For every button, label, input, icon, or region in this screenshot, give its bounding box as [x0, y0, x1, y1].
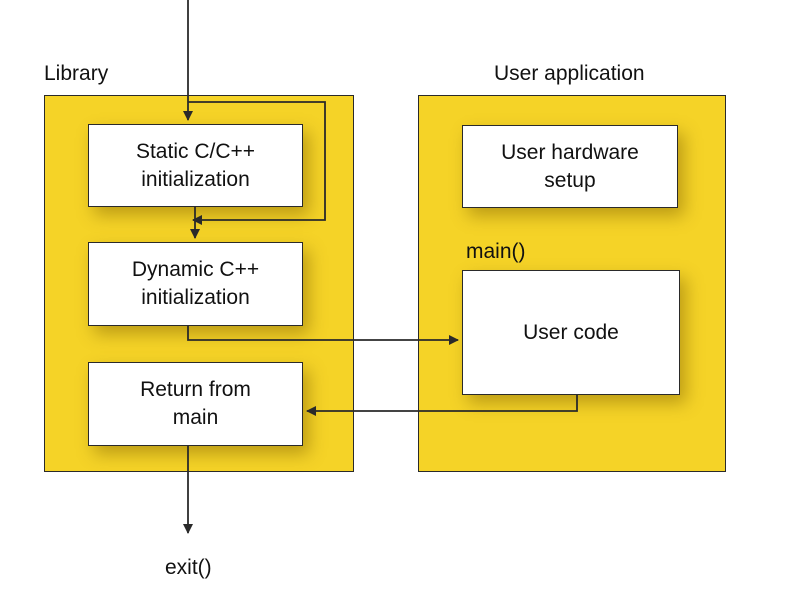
return-from-main-label: Return from main — [140, 378, 251, 429]
user-code-label: User code — [523, 320, 619, 344]
user-code-box: User code — [462, 270, 680, 395]
bypass-loop-arrow — [188, 101, 326, 225]
static-initialization-box: Static C/C++ initialization — [88, 124, 303, 207]
user-application-panel-title: User application — [494, 62, 645, 85]
static-initialization-label: Static C/C++ initialization — [135, 139, 256, 191]
library-panel-title: Library — [44, 62, 109, 85]
user-hardware-setup-label: User hardware setup — [501, 140, 639, 192]
return-from-main-box: Return from main — [88, 362, 303, 446]
user-hardware-setup-box: User hardware setup — [462, 125, 678, 208]
dynamic-initialization-box: Dynamic C++ initialization — [88, 242, 303, 326]
dynamic-to-user-code-arrow — [187, 326, 459, 345]
main-function-label: main() — [466, 240, 526, 263]
dynamic-initialization-label: Dynamic C++ initialization — [131, 258, 260, 309]
exit-label: exit() — [165, 556, 212, 579]
user-code-to-return-arrow — [306, 395, 578, 416]
